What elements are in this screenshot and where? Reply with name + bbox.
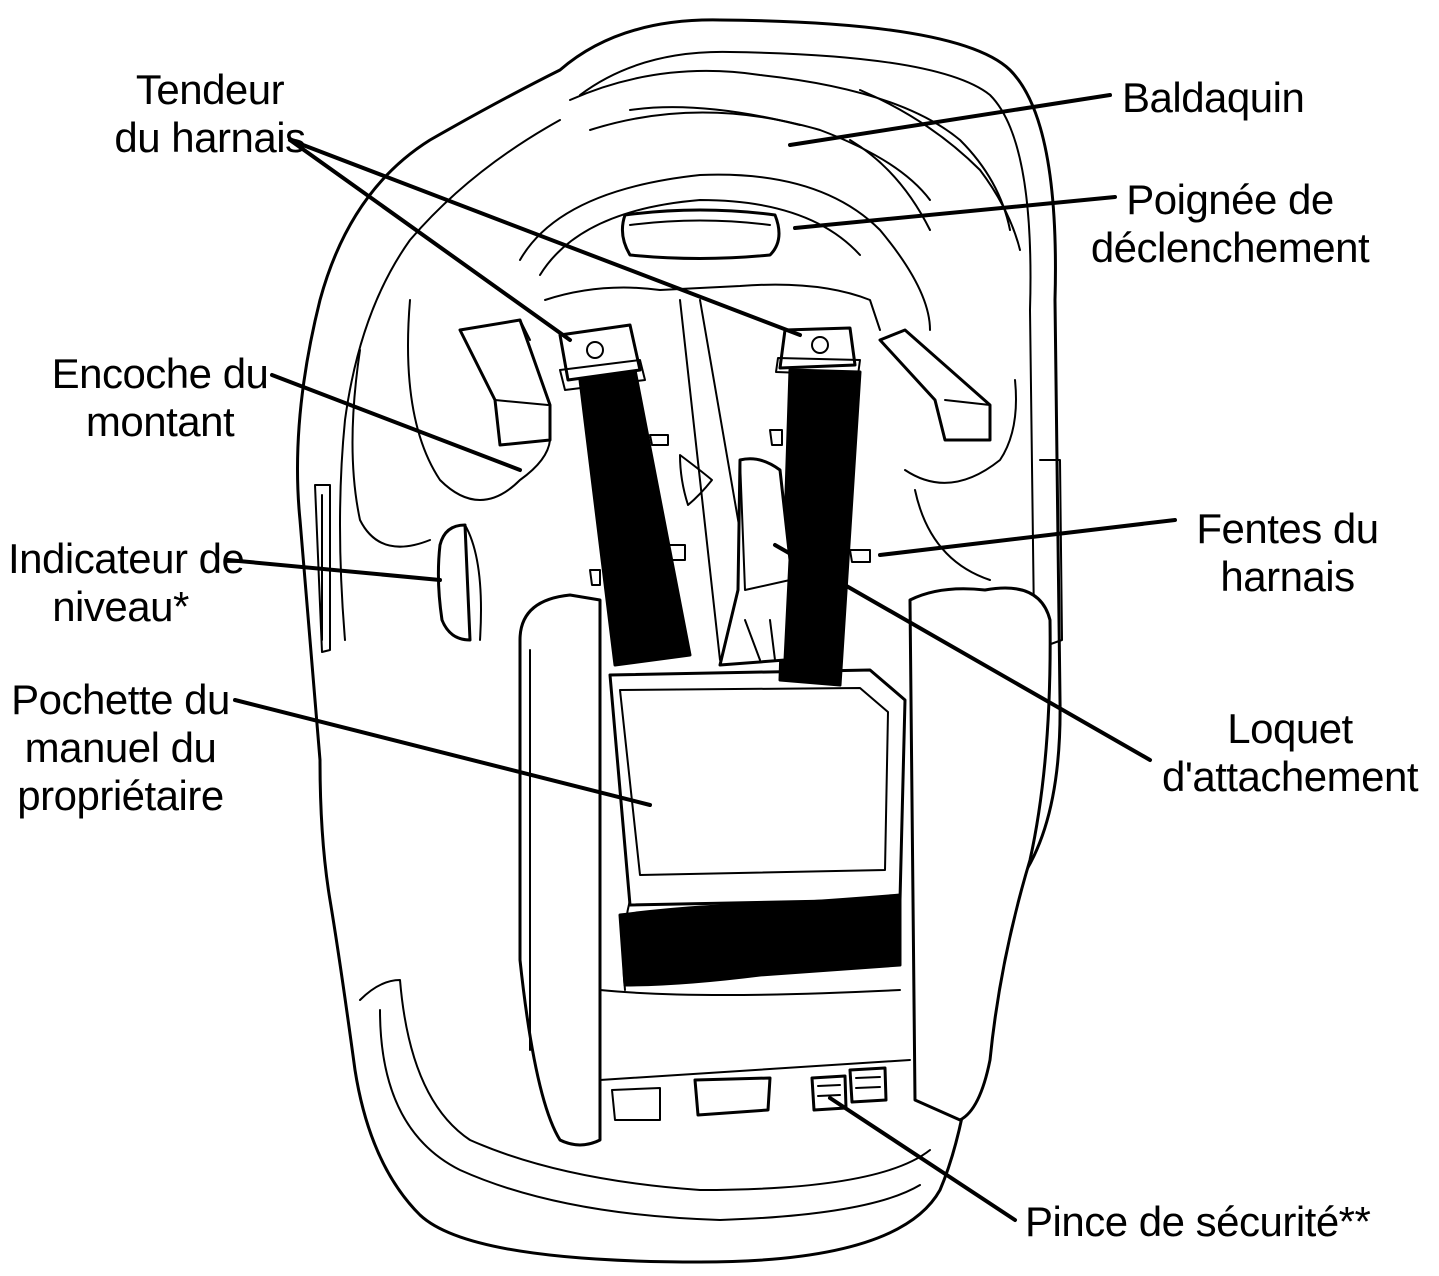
label-level-indicator-line1: Indicateur de: [8, 535, 233, 583]
label-owner-manual-pocket-line2: manuel du: [8, 724, 233, 772]
label-owner-manual-pocket-line1: Pochette du: [8, 676, 233, 724]
label-owner-manual-pocket: Pochette du manuel du propriétaire: [8, 676, 233, 820]
label-harness-slots-line2: harnais: [1180, 553, 1395, 601]
label-release-handle-line2: déclenchement: [1090, 224, 1370, 272]
label-level-indicator-line2: niveau*: [8, 583, 233, 631]
label-safety-clip: Pince de sécurité**: [1025, 1198, 1370, 1246]
label-attachment-latch-line1: Loquet: [1160, 705, 1420, 753]
right-armrest: [910, 588, 1050, 1120]
label-level-indicator: Indicateur de niveau*: [8, 535, 233, 631]
label-harness-tightener: Tendeur du harnais: [95, 66, 325, 162]
label-safety-clip-text: Pince de sécurité**: [1025, 1198, 1370, 1246]
label-upright-notch-line2: montant: [50, 398, 270, 446]
seat-buckle: [695, 1078, 770, 1115]
label-upright-notch: Encoche du montant: [50, 350, 270, 446]
label-harness-tightener-line1: Tendeur: [95, 66, 325, 114]
label-attachment-latch: Loquet d'attachement: [1160, 705, 1420, 801]
label-canopy: Baldaquin: [1122, 74, 1304, 122]
left-harness-tightener: [560, 325, 640, 380]
label-release-handle-line1: Poignée de: [1090, 176, 1370, 224]
release-handle: [622, 210, 779, 259]
label-attachment-latch-line2: d'attachement: [1160, 753, 1420, 801]
label-upright-notch-line1: Encoche du: [50, 350, 270, 398]
label-harness-slots: Fentes du harnais: [1180, 505, 1395, 601]
label-release-handle: Poignée de déclenchement: [1090, 176, 1370, 272]
right-harness-tightener: [780, 328, 855, 368]
level-indicator-shape: [438, 525, 470, 640]
label-harness-tightener-line2: du harnais: [95, 114, 325, 162]
label-harness-slots-line1: Fentes du: [1180, 505, 1395, 553]
label-owner-manual-pocket-line3: propriétaire: [8, 772, 233, 820]
label-canopy-text: Baldaquin: [1122, 74, 1304, 122]
